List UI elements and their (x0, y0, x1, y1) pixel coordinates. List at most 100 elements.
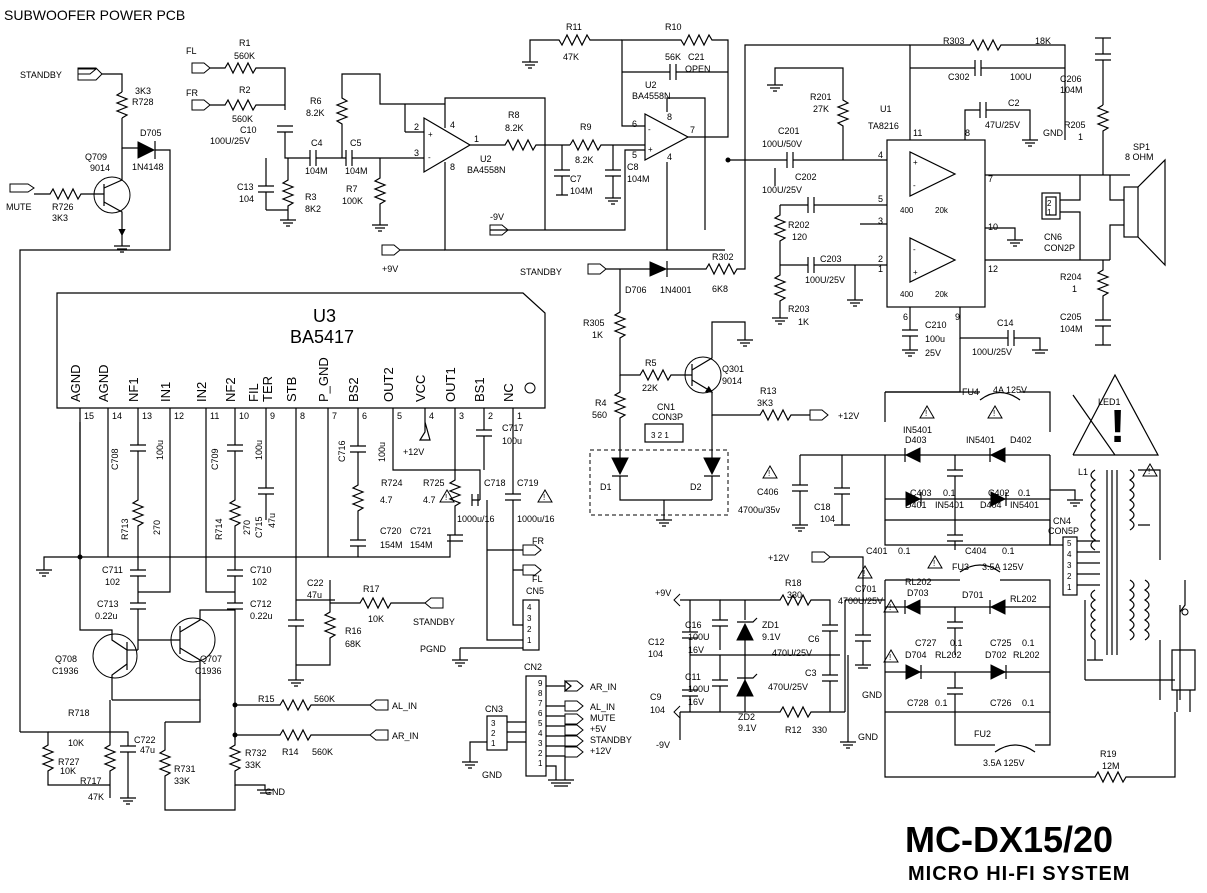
svg-text:10: 10 (988, 222, 998, 232)
r10-label: R10 (665, 22, 682, 32)
c708-value: 100u (155, 440, 165, 460)
svg-text:2: 2 (538, 749, 543, 758)
cn6-label: CN6 (1044, 232, 1062, 242)
standby-circuit: STANDBY D706 1N4001 R302 6K8 R305 1K R5 … (520, 44, 910, 527)
fu3-value: 3.5A 125V (982, 562, 1024, 572)
q301-value: 9014 (722, 376, 742, 386)
cn3-label: CN3 (485, 704, 503, 714)
u3-pin-number: 11 (210, 411, 219, 421)
u3-pin-number: 1 (517, 411, 522, 421)
r2-label: R2 (239, 85, 251, 95)
svg-text:9: 9 (538, 679, 543, 688)
u3-pin-number: 13 (142, 411, 152, 421)
u3-pin-label: P_GND (316, 357, 331, 402)
svg-text:2: 2 (491, 729, 496, 738)
fr-net-label: FR (186, 88, 198, 98)
plus12v-net-label-1: +12V (838, 411, 859, 421)
u3-name: U3 (313, 306, 336, 326)
al-in-net-label-1: AL_IN (392, 701, 417, 711)
svg-text:5: 5 (1067, 539, 1072, 548)
svg-text:3: 3 (1067, 561, 1072, 570)
fu4-value: 4A 125V (993, 385, 1027, 395)
c18-label: C18 (814, 502, 831, 512)
c4-label: C4 (311, 138, 323, 148)
c302-value: 100U (1010, 72, 1032, 82)
u3-pin-number: 8 (300, 411, 305, 421)
svg-text:6: 6 (903, 312, 908, 322)
standby-net-label-2: STANDBY (520, 267, 562, 277)
svg-text:4: 4 (667, 152, 672, 162)
c713-value: 0.22u (95, 611, 118, 621)
c8-label: C8 (627, 162, 639, 172)
c403-label: C403 (910, 488, 932, 498)
warning-icon (537, 489, 553, 503)
al-in-net-label-2: AL_IN (590, 702, 615, 712)
gnd-net-label-1: GND (1043, 128, 1064, 138)
svg-text:400: 400 (900, 290, 914, 299)
c8-value: 104M (627, 174, 650, 184)
c401-value: 0.1 (898, 546, 911, 556)
pgnd-net-label: PGND (420, 644, 447, 654)
c205-label: C205 (1060, 312, 1082, 322)
svg-text:-: - (913, 245, 916, 254)
r305-value: 1K (592, 330, 603, 340)
svg-text:5: 5 (632, 150, 637, 160)
svg-text:3 2 1: 3 2 1 (651, 431, 669, 440)
c12-value: 104 (648, 649, 663, 659)
u3-pin-number: 9 (270, 411, 275, 421)
r717-label: R717 (80, 776, 102, 786)
c710-value: 102 (252, 577, 267, 587)
r15-label: R15 (258, 694, 275, 704)
r732-value: 33K (245, 760, 261, 770)
svg-text:+: + (913, 158, 918, 167)
svg-text:9: 9 (955, 312, 960, 322)
c7-label: C7 (570, 174, 582, 184)
c712-value: 0.22u (250, 611, 273, 621)
ta8216-section: U1 TA8216 + - - + 400 20k 400 20k 11 8 4… (762, 36, 1166, 393)
u2a-part: BA4558N (467, 165, 506, 175)
q709-value: 9014 (90, 163, 110, 173)
r303-value: 18K (1035, 36, 1051, 46)
r9-label: R9 (580, 122, 592, 132)
c11-value2: 16V (688, 697, 704, 707)
c716-value: 100u (377, 442, 387, 462)
svg-text:2: 2 (878, 254, 883, 264)
r8-value: 8.2K (505, 123, 524, 133)
r5-label: R5 (645, 358, 657, 368)
c13-value: 104 (239, 194, 254, 204)
svg-text:3: 3 (878, 216, 883, 226)
r19-value: 12M (1102, 761, 1120, 771)
r731-value: 33K (174, 776, 190, 786)
r202-value: 120 (792, 232, 807, 242)
svg-text:2: 2 (414, 122, 419, 132)
c6-label: C6 (808, 634, 820, 644)
svg-text:-: - (648, 125, 651, 134)
c5-value: 104M (345, 166, 368, 176)
warning-icon (762, 465, 778, 479)
warning-icon (919, 405, 935, 419)
fu2-label: FU2 (974, 729, 991, 739)
r6-label: R6 (310, 96, 322, 106)
cn1-label: CN1 (657, 402, 675, 412)
svg-text:2: 2 (527, 625, 532, 634)
r15-value: 560K (314, 694, 335, 704)
r201-label: R201 (810, 92, 832, 102)
c720-value: 154M (380, 540, 403, 550)
c22-value: 47u (307, 590, 322, 600)
c5-label: C5 (350, 138, 362, 148)
c210-label: C210 (925, 320, 947, 330)
r718-value: 10K (68, 738, 84, 748)
c402-label: C402 (988, 488, 1010, 498)
c14-value: 100U/25V (972, 347, 1012, 357)
svg-text:2: 2 (1047, 199, 1052, 208)
u3-pin-number: 2 (488, 411, 493, 421)
svg-text:!: ! (768, 469, 770, 478)
svg-text:7: 7 (690, 125, 695, 135)
d401-label: D401 (905, 500, 927, 510)
r10-value: 56K (665, 52, 681, 62)
c202-label: C202 (795, 172, 817, 182)
r727-value: 10K (60, 766, 76, 776)
plus5v-net-label: +5V (590, 724, 606, 734)
gnd-net-label-5: GND (858, 732, 879, 742)
c203-label: C203 (820, 254, 842, 264)
